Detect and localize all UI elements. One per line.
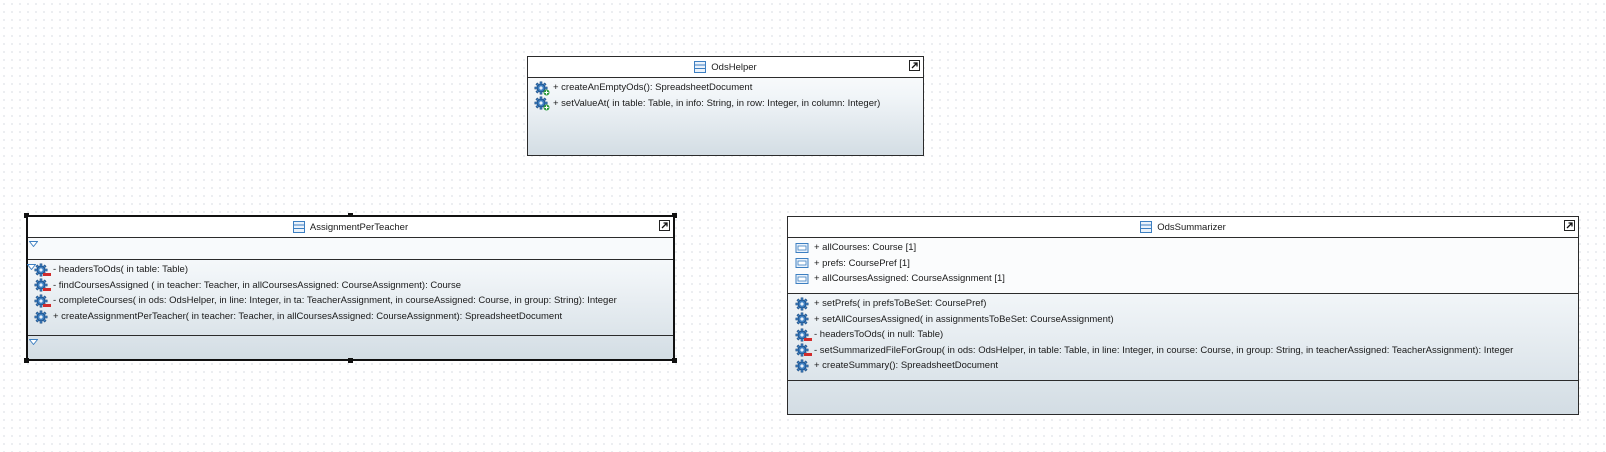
bottom-compartment: [28, 336, 673, 358]
operation-signature: - findCoursesAssigned ( in teacher: Teac…: [53, 279, 461, 291]
operation-signature: + setAllCoursesAssigned( in assignmentsT…: [814, 313, 1114, 325]
class-icon: [694, 61, 706, 73]
operations-compartment: - headersToOds( in table: Table) - findC…: [28, 260, 673, 336]
public-operation-icon: [795, 312, 809, 326]
expand-icon[interactable]: [659, 220, 670, 231]
operation-row[interactable]: + setValueAt( in table: Table, in info: …: [534, 96, 923, 112]
class-odssummarizer[interactable]: OdsSummarizer + allCourses: Course [1] +…: [787, 216, 1579, 415]
class-header[interactable]: AssignmentPerTeacher: [28, 217, 673, 238]
resize-handle-bottom-right[interactable]: [672, 358, 677, 363]
class-odshelper[interactable]: OdsHelper + createAnEmptyOds(): Spreadsh…: [527, 56, 924, 156]
class-icon: [293, 221, 305, 233]
public-attribute-icon: [795, 256, 809, 270]
operation-row[interactable]: + createSummary(): SpreadsheetDocument: [795, 358, 1578, 374]
operation-signature: + setPrefs( in prefsToBeSet: CoursePref): [814, 298, 987, 310]
attributes-compartment: + allCourses: Course [1] + prefs: Course…: [788, 238, 1578, 294]
public-static-operation-icon: [534, 96, 550, 111]
class-header[interactable]: OdsHelper: [528, 57, 923, 78]
operation-signature: + createSummary(): SpreadsheetDocument: [814, 360, 999, 372]
attribute-signature: + prefs: CoursePref [1]: [814, 257, 910, 269]
operation-row[interactable]: - setSummarizedFileForGroup( in ods: Ods…: [795, 343, 1578, 359]
resize-handle-top-middle[interactable]: [348, 213, 353, 218]
operation-signature: - headersToOds( in null: Table): [814, 329, 944, 341]
public-operation-icon: [34, 310, 48, 324]
private-operation-icon: [34, 294, 51, 308]
resize-handle-top-right[interactable]: [672, 213, 677, 218]
expand-icon[interactable]: [1564, 220, 1575, 231]
operation-row[interactable]: - completeCourses( in ods: OdsHelper, in…: [34, 293, 673, 309]
operations-compartment: + setPrefs( in prefsToBeSet: CoursePref)…: [788, 294, 1578, 381]
private-operation-icon: [795, 328, 812, 342]
operation-row[interactable]: + createAssignmentPerTeacher( in teacher…: [34, 309, 673, 325]
public-operation-icon: [795, 359, 809, 373]
public-static-operation-icon: [534, 81, 550, 96]
resize-handle-top-left[interactable]: [24, 213, 29, 218]
attribute-signature: + allCourses: Course [1]: [814, 242, 917, 254]
operations-compartment: + createAnEmptyOds(): SpreadsheetDocumen…: [528, 78, 923, 111]
operation-signature: - completeCourses( in ods: OdsHelper, in…: [53, 295, 617, 307]
operation-signature: - headersToOds( in table: Table): [53, 264, 189, 276]
operation-row[interactable]: - headersToOds( in null: Table): [795, 327, 1578, 343]
class-name: AssignmentPerTeacher: [309, 221, 409, 233]
operation-row[interactable]: - findCoursesAssigned ( in teacher: Teac…: [34, 278, 673, 294]
attribute-row[interactable]: + prefs: CoursePref [1]: [795, 256, 1578, 272]
operation-row[interactable]: - headersToOds( in table: Table): [34, 262, 673, 278]
operation-row[interactable]: + createAnEmptyOds(): SpreadsheetDocumen…: [534, 80, 923, 96]
collapse-arrow-icon[interactable]: [29, 241, 38, 247]
resize-handle-bottom-middle[interactable]: [348, 358, 353, 363]
attribute-signature: + allCoursesAssigned: CourseAssignment […: [814, 273, 1005, 285]
class-header[interactable]: OdsSummarizer: [788, 217, 1578, 238]
class-name: OdsSummarizer: [1157, 221, 1226, 233]
resize-handle-bottom-left[interactable]: [24, 358, 29, 363]
bottom-compartment: [788, 381, 1578, 403]
attribute-row[interactable]: + allCourses: Course [1]: [795, 240, 1578, 256]
class-icon: [1140, 221, 1152, 233]
private-operation-icon: [795, 343, 812, 357]
operation-signature: + setValueAt( in table: Table, in info: …: [553, 97, 881, 109]
attribute-row[interactable]: + allCoursesAssigned: CourseAssignment […: [795, 271, 1578, 287]
private-operation-icon: [34, 263, 51, 277]
private-operation-icon: [34, 278, 51, 292]
public-attribute-icon: [795, 272, 809, 286]
expand-icon[interactable]: [909, 60, 920, 71]
operation-signature: - setSummarizedFileForGroup( in ods: Ods…: [814, 344, 1514, 356]
public-operation-icon: [795, 297, 809, 311]
collapse-arrow-icon[interactable]: [29, 339, 38, 345]
class-name: OdsHelper: [711, 61, 757, 73]
operation-signature: + createAnEmptyOds(): SpreadsheetDocumen…: [553, 82, 753, 94]
class-assignmentperteacher[interactable]: AssignmentPerTeacher - headersToOds( in …: [24, 213, 677, 363]
operation-row[interactable]: + setAllCoursesAssigned( in assignmentsT…: [795, 311, 1578, 327]
attributes-compartment: [28, 238, 673, 260]
public-attribute-icon: [795, 241, 809, 255]
operation-row[interactable]: + setPrefs( in prefsToBeSet: CoursePref): [795, 296, 1578, 312]
operation-signature: + createAssignmentPerTeacher( in teacher…: [53, 311, 563, 323]
